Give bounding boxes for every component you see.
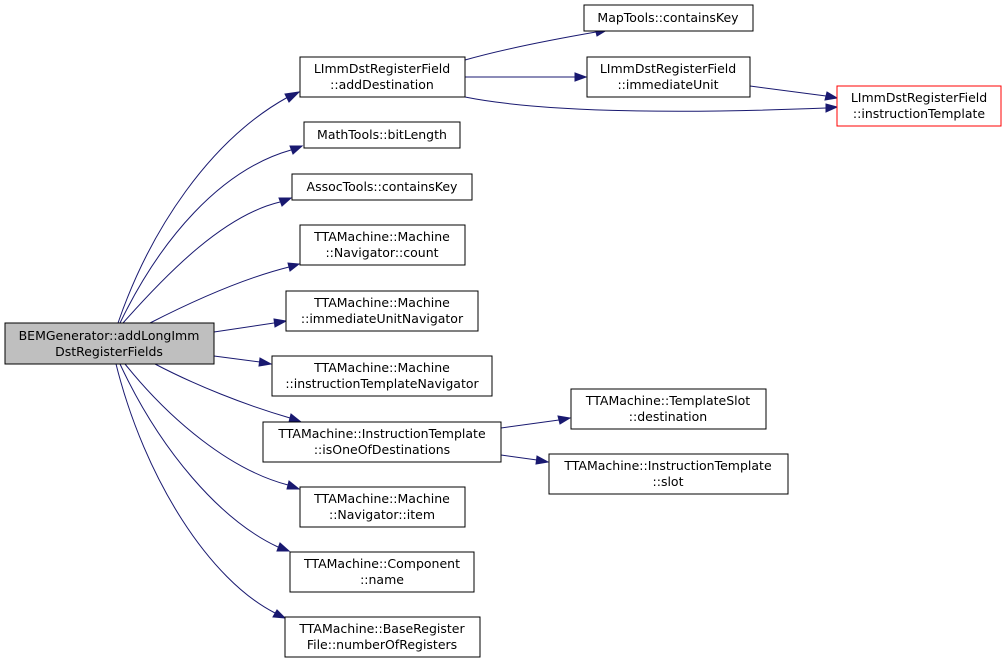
node-label-line-1: MapTools::containsKey — [597, 10, 739, 25]
node-limm-dst-register-field-add-destination[interactable]: LImmDstRegisterField ::addDestination — [299, 56, 466, 98]
node-label-line-1: LImmDstRegisterField — [600, 61, 736, 76]
edge-is-one-of-destinations-to-slot-destination — [500, 415, 572, 429]
node-instruction-template-slot[interactable]: TTAMachine::InstructionTemplate ::slot — [548, 453, 789, 495]
node-component-name[interactable]: TTAMachine::Component ::name — [289, 551, 475, 593]
edge-add-destination-to-immediate-unit — [465, 72, 588, 82]
edge-root-to-assoc-contains-key — [122, 197, 293, 324]
node-label-line-2: ::destination — [629, 409, 707, 424]
edge-add-destination-to-map-contains-key — [464, 27, 609, 61]
edge-is-one-of-destinations-to-it-slot — [500, 454, 550, 465]
node-label-line-2: ::instructionTemplate — [853, 106, 985, 121]
node-instruction-template-is-one-of-destinations[interactable]: TTAMachine::InstructionTemplate ::isOneO… — [262, 421, 502, 463]
node-label-line-1: TTAMachine::InstructionTemplate — [563, 458, 772, 473]
node-label-line-2: ::instructionTemplateNavigator — [285, 376, 479, 391]
node-label-line-1: LImmDstRegisterField — [314, 61, 450, 76]
edge-root-to-bit-length — [119, 145, 304, 324]
node-limm-dst-register-field-immediate-unit[interactable]: LImmDstRegisterField ::immediateUnit — [586, 56, 751, 98]
node-label-line-1: BEMGenerator::addLongImm — [19, 328, 200, 343]
edge-root-to-is-one-of-destinations — [154, 363, 303, 423]
node-label-line-2: ::addDestination — [330, 77, 434, 92]
node-label-line-2: File::numberOfRegisters — [307, 637, 457, 652]
node-assoc-tools-contains-key[interactable]: AssocTools::containsKey — [291, 173, 473, 201]
node-label-line-2: ::slot — [653, 474, 684, 489]
edge-root-to-navigator-item — [124, 363, 301, 490]
node-label-line-1: TTAMachine::BaseRegister — [298, 621, 465, 636]
node-label-line-1: TTAMachine::TemplateSlot — [585, 393, 750, 408]
node-label-line-2: ::isOneOfDestinations — [314, 442, 450, 457]
node-label-line-1: AssocTools::containsKey — [307, 179, 458, 194]
node-label-line-1: TTAMachine::Machine — [313, 229, 450, 244]
node-bem-generator-add-long-imm-dst-register-fields[interactable]: BEMGenerator::addLongImm DstRegisterFiel… — [4, 322, 215, 365]
node-machine-navigator-item[interactable]: TTAMachine::Machine ::Navigator::item — [299, 486, 466, 528]
node-base-register-file-number-of-registers[interactable]: TTAMachine::BaseRegister File::numberOfR… — [284, 616, 481, 658]
node-label-line-1: TTAMachine::Machine — [313, 295, 450, 310]
node-label-line-2: ::name — [360, 572, 404, 587]
node-label-line-1: TTAMachine::Machine — [313, 360, 450, 375]
edge-root-to-number-of-registers — [115, 363, 287, 619]
edges — [115, 27, 839, 619]
edge-root-to-instruction-template-navigator — [213, 355, 273, 367]
node-label-line-2: ::immediateUnit — [617, 77, 718, 92]
node-label-line-2: ::immediateUnitNavigator — [301, 311, 464, 326]
node-machine-immediate-unit-navigator[interactable]: TTAMachine::Machine ::immediateUnitNavig… — [285, 290, 479, 332]
node-label-line-1: TTAMachine::InstructionTemplate — [277, 426, 486, 441]
edge-root-to-immediate-unit-navigator — [213, 318, 288, 333]
edge-root-to-add-destination — [117, 91, 301, 324]
node-label-line-1: TTAMachine::Machine — [313, 491, 450, 506]
edge-immediate-unit-to-instruction-template — [749, 85, 839, 101]
node-map-tools-contains-key[interactable]: MapTools::containsKey — [583, 4, 754, 32]
node-label-line-2: ::Navigator::count — [325, 245, 438, 260]
edge-root-to-navigator-count — [149, 262, 301, 324]
node-math-tools-bit-length[interactable]: MathTools::bitLength — [303, 121, 461, 149]
edge-add-destination-to-instruction-template — [464, 96, 839, 113]
node-label-line-1: TTAMachine::Component — [303, 556, 460, 571]
node-machine-instruction-template-navigator[interactable]: TTAMachine::Machine ::instructionTemplat… — [271, 355, 493, 397]
node-label-line-1: MathTools::bitLength — [317, 127, 447, 142]
node-label-line-1: LImmDstRegisterField — [851, 90, 987, 105]
edge-root-to-component-name — [119, 363, 291, 552]
node-machine-navigator-count[interactable]: TTAMachine::Machine ::Navigator::count — [299, 224, 466, 266]
node-limm-dst-register-field-instruction-template[interactable]: LImmDstRegisterField ::instructionTempla… — [836, 85, 1002, 127]
node-label-line-2: ::Navigator::item — [329, 507, 435, 522]
node-template-slot-destination[interactable]: TTAMachine::TemplateSlot ::destination — [570, 388, 767, 430]
node-label-line-2: DstRegisterFields — [55, 344, 163, 359]
nodes: BEMGenerator::addLongImm DstRegisterFiel… — [4, 4, 1002, 658]
